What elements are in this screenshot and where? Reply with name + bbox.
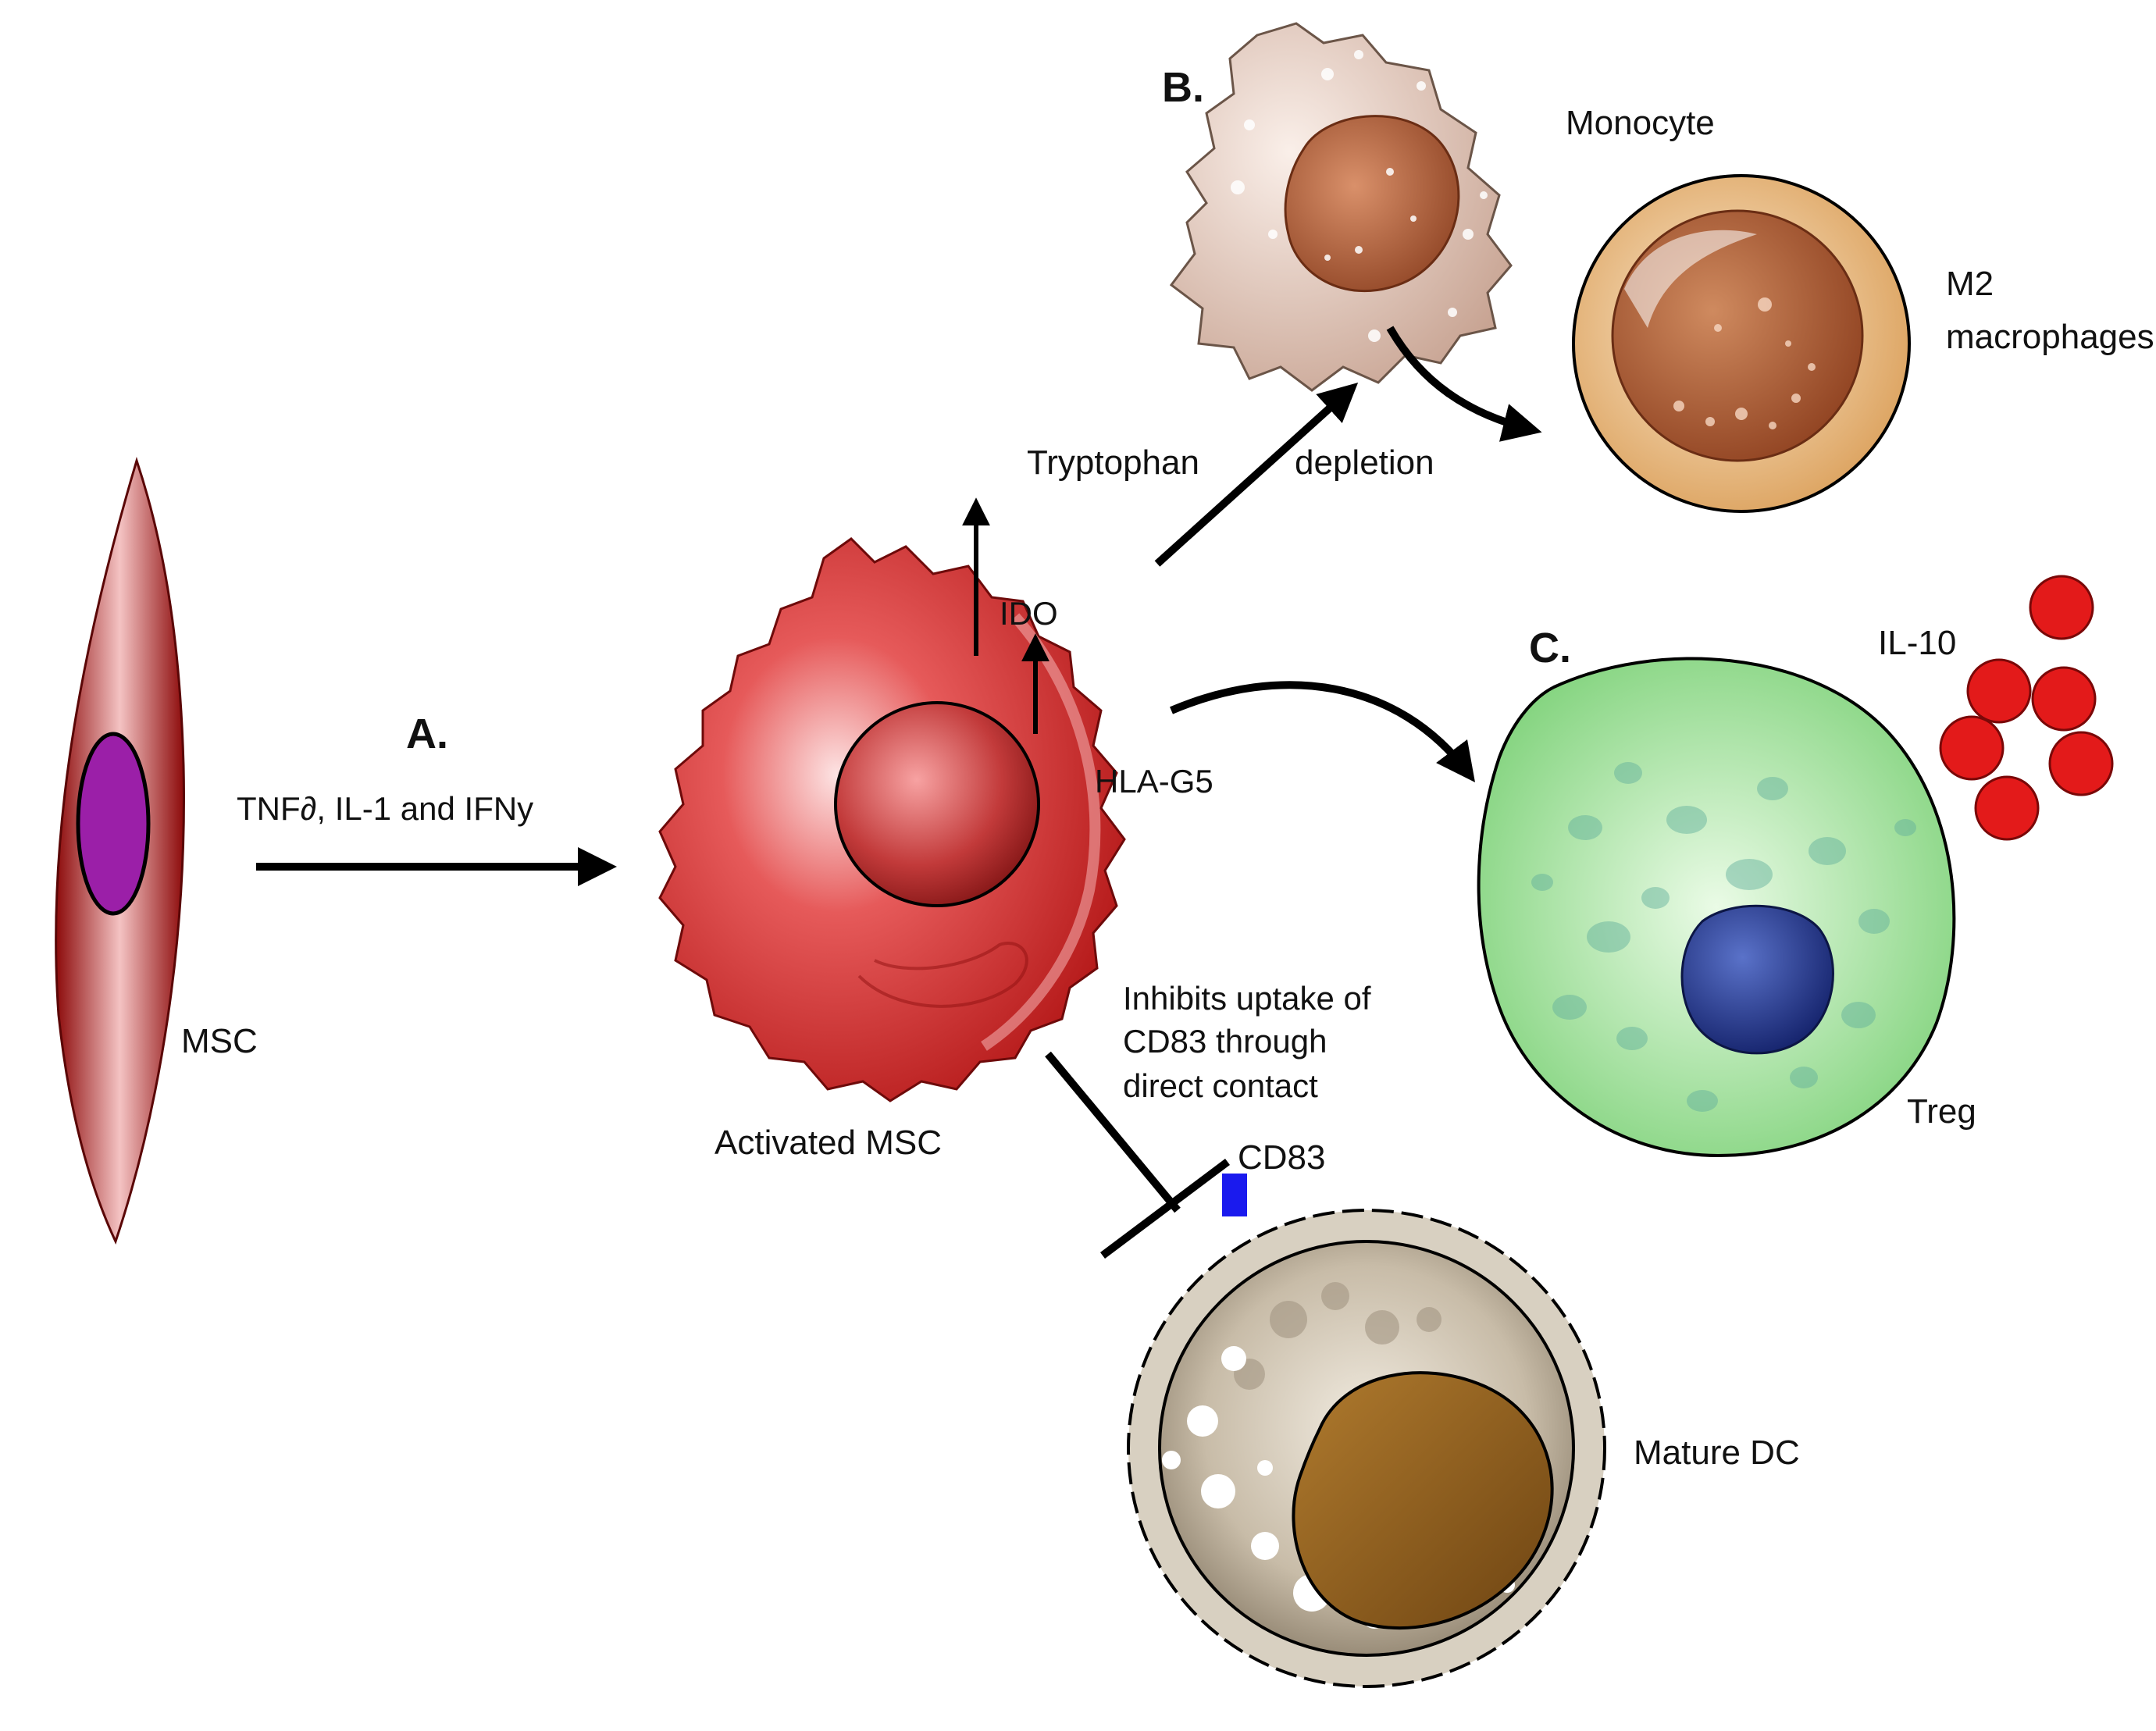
- mature-dc-cell: [1127, 1174, 1606, 1688]
- il10-molecules: [1939, 575, 2114, 841]
- panel-label-c: C.: [1529, 625, 1571, 671]
- inhibition-line: [1045, 1051, 1181, 1213]
- panel-label-b: B.: [1162, 64, 1204, 111]
- monocyte-label: Monocyte: [1566, 104, 1715, 142]
- m2-label-line1: M2: [1946, 265, 1994, 303]
- il10-dot: [2031, 666, 2097, 732]
- m2-label-line2: macrophages: [1946, 318, 2154, 356]
- tryptophan-label: Tryptophan: [1027, 443, 1199, 482]
- hla-g5-label: HLA-G5: [1095, 763, 1213, 800]
- m2-macrophage-cell: [1572, 174, 1911, 513]
- panel-label-a: A.: [406, 711, 448, 757]
- inhibition-bar: [1100, 1159, 1230, 1259]
- il10-dot: [1939, 715, 2005, 781]
- to-monocyte-arrow: [1154, 382, 1359, 567]
- activated-msc-label: Activated MSC: [715, 1124, 942, 1162]
- msc-label: MSC: [181, 1022, 258, 1060]
- il10-label: IL-10: [1878, 624, 1956, 662]
- msc-nucleus: [76, 732, 151, 916]
- msc-cell: [55, 457, 185, 1245]
- cd83-receptor: [1222, 1174, 1247, 1216]
- il10-dot: [2029, 575, 2094, 640]
- ido-label: IDO: [1000, 595, 1058, 632]
- activated-msc-nucleus: [834, 701, 1040, 907]
- monocyte-cell: [1169, 22, 1513, 392]
- cd83-label: CD83: [1238, 1138, 1326, 1177]
- inhibits-label-line3: direct contact: [1123, 1067, 1318, 1104]
- il10-dot: [1974, 775, 2040, 841]
- il10-dot: [2048, 731, 2114, 796]
- inhibits-label-line2: CD83 through: [1123, 1023, 1327, 1060]
- treg-label: Treg: [1907, 1092, 1976, 1131]
- monocyte-to-macrophage-arrow: [1386, 326, 1542, 442]
- il10-dot: [1966, 658, 2032, 724]
- inhibits-label-line1: Inhibits uptake of: [1123, 980, 1371, 1017]
- dc-nucleus: [1292, 1371, 1554, 1630]
- stimuli-label: TNF∂, IL-1 and IFNy: [237, 790, 533, 827]
- mature-dc-label: Mature DC: [1634, 1434, 1800, 1472]
- treg-cell: [1477, 657, 1956, 1158]
- treg-nucleus: [1680, 904, 1834, 1055]
- depletion-label: depletion: [1295, 443, 1434, 482]
- activated-msc-cell: [658, 537, 1126, 1102]
- to-treg-arrow: [1170, 681, 1476, 782]
